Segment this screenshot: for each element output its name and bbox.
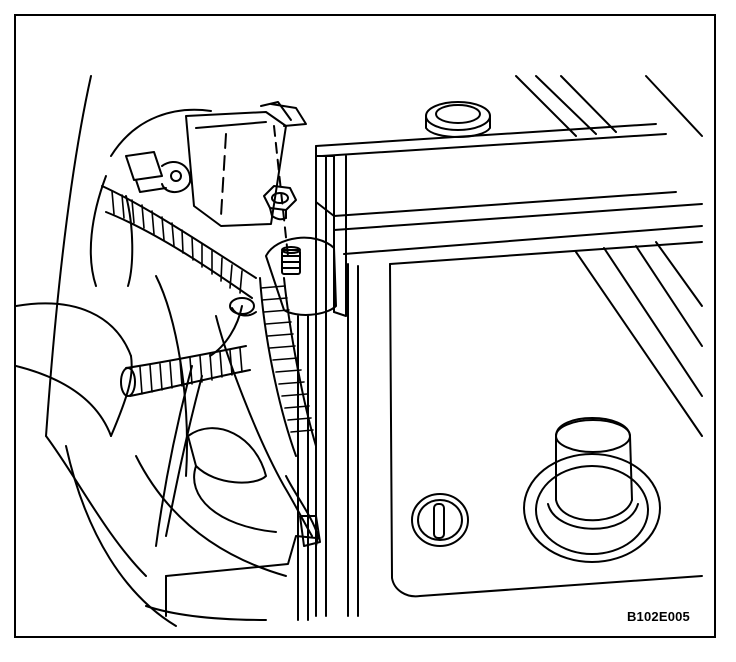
battery-terminal-post: [523, 417, 661, 563]
bracket-nut: [263, 185, 297, 221]
slotted-plug: [411, 493, 469, 547]
figure-frame: B102E005: [14, 14, 716, 638]
lower-tray: [145, 535, 317, 621]
bracket-stud: [281, 246, 301, 275]
vent-cap: [425, 101, 491, 138]
engine-bay-outlines: [16, 75, 287, 627]
wiring-harness-horizontal: [120, 297, 257, 397]
battery-terminal-illustration: [16, 75, 703, 627]
battery-case: [297, 75, 703, 621]
ground-cable: [155, 315, 321, 547]
wiring-harness-diagonal: [101, 185, 257, 299]
harness-clip: [125, 151, 192, 193]
wiring-harness-vertical: [259, 277, 317, 457]
figure-code: B102E005: [626, 609, 690, 624]
battery-hold-down-bracket: [185, 101, 307, 257]
